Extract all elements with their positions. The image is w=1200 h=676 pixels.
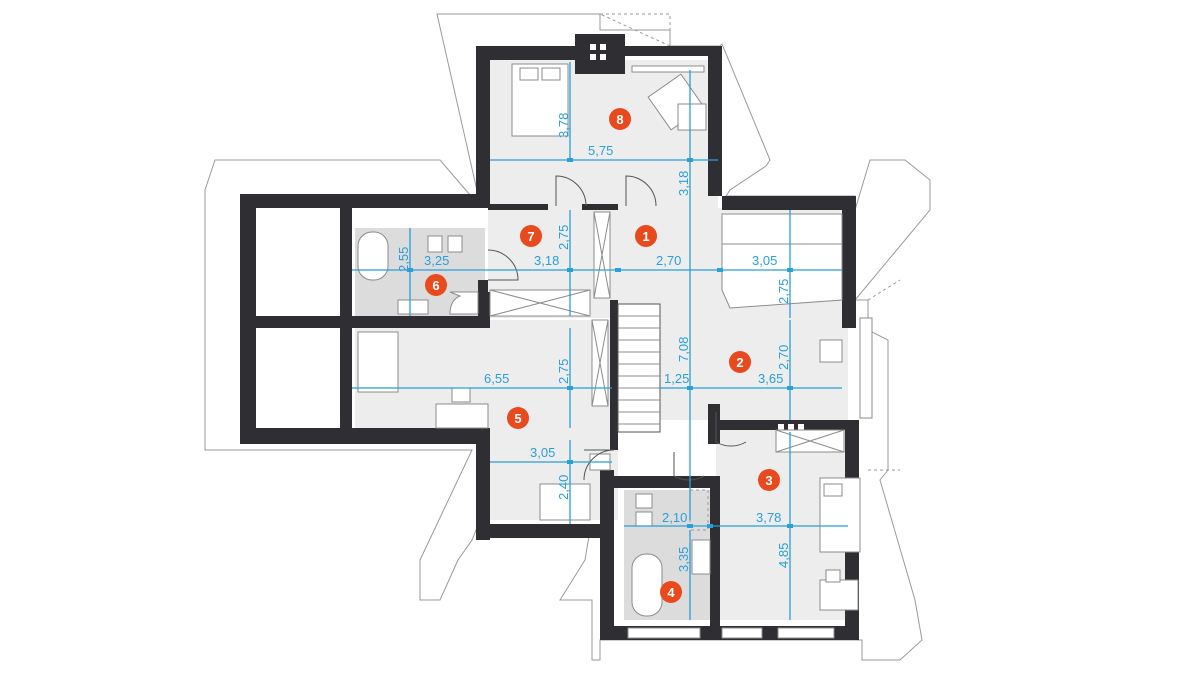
room-number-2: 2 [736, 355, 743, 370]
dim-room8-width: 5,75 [588, 143, 613, 158]
dim-stair-height: 7,08 [676, 337, 691, 362]
dim-room2-width: 3,65 [758, 371, 783, 386]
room-number-3: 3 [765, 473, 772, 488]
bed-room5 [357, 331, 399, 393]
dim-room6-width: 3,25 [424, 253, 449, 268]
doors [487, 175, 747, 481]
room-number-8: 8 [616, 112, 623, 127]
dim-stair-width: 1,25 [664, 371, 689, 386]
dim-room5-lower-height: 2,40 [556, 475, 571, 500]
room-marker-6[interactable]: 6 [425, 274, 447, 296]
dim-room5-lower-width: 3,05 [530, 445, 555, 460]
room-marker-1[interactable]: 1 [635, 225, 657, 247]
dim-room4-height: 3,35 [676, 547, 691, 572]
room-marker-7[interactable]: 7 [520, 225, 542, 247]
dim-room6-height: 2,55 [396, 247, 411, 272]
room-number-7: 7 [527, 229, 534, 244]
room-marker-2[interactable]: 2 [729, 351, 751, 373]
dim-room2-top-width: 3,05 [752, 253, 777, 268]
room-number-6: 6 [432, 278, 439, 293]
dim-room3-height: 4,85 [776, 543, 791, 568]
room-marker-4[interactable]: 4 [660, 581, 682, 603]
room-number-1: 1 [642, 229, 649, 244]
bathtub-room4 [631, 553, 663, 617]
dim-room7-height: 2,75 [556, 225, 571, 250]
dim-room3-width: 3,78 [756, 510, 781, 525]
bathtub-room6 [357, 231, 389, 281]
bed-room2 [721, 213, 843, 309]
dimension-lines [352, 62, 848, 620]
dimension-labels: 3,78 5,75 3,18 2,75 2,55 3,25 3,18 2,70 … [396, 113, 791, 572]
room-number-4: 4 [667, 585, 675, 600]
room-number-5: 5 [514, 411, 521, 426]
dim-room5-height-upper: 2,75 [556, 359, 571, 384]
room-marker-5[interactable]: 5 [507, 407, 529, 429]
dim-room2-lower-height: 2,70 [776, 345, 791, 370]
dim-room1-width: 2,70 [656, 253, 681, 268]
furniture [357, 63, 861, 617]
room-markers: 1 2 3 4 5 6 7 8 [425, 108, 780, 603]
staircase [489, 211, 661, 433]
dim-room7-width: 3,18 [534, 253, 559, 268]
dim-room4-width: 2,10 [662, 510, 687, 525]
room-marker-8[interactable]: 8 [609, 108, 631, 130]
dim-room5-width: 6,55 [484, 371, 509, 386]
dim-room8-height: 3,78 [556, 113, 571, 138]
dim-corridor-top: 3,18 [676, 171, 691, 196]
dim-room2-upper-height: 2,75 [776, 279, 791, 304]
room-marker-3[interactable]: 3 [758, 469, 780, 491]
